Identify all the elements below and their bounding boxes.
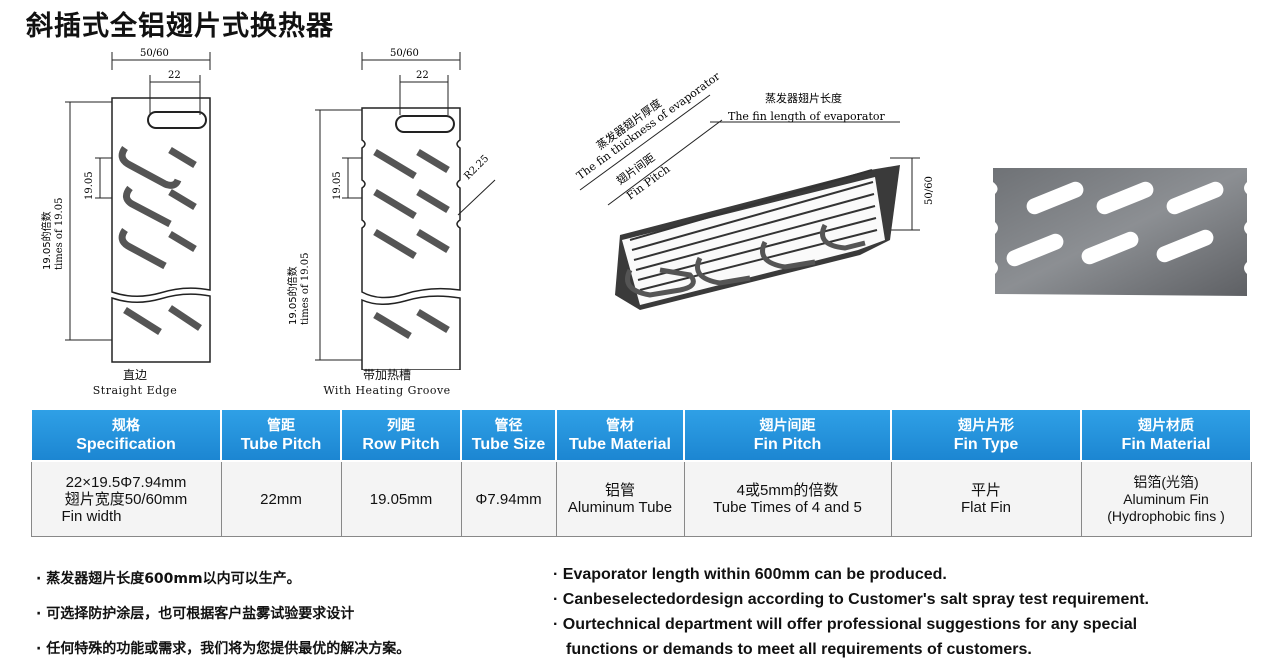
fin-length-zh-label: 蒸发器翅片长度 (765, 91, 842, 105)
caption-zh: 带加热槽 (362, 368, 411, 382)
cell-tube-material: 铝管 Aluminum Tube (555, 460, 685, 537)
fin-length-en-label: The fin length of evaporator (728, 110, 885, 123)
note-item: functions or demands to meet all require… (566, 641, 1032, 658)
cell-fin-type: 平片 Flat Fin (890, 460, 1082, 537)
aluminum-fin-photo (993, 168, 1247, 296)
note-item: · Ourtechnical department will offer pro… (553, 616, 1138, 633)
note-item: · 可选择防护涂层，也可根据客户盐雾试验要求设计 (36, 606, 355, 622)
times-zh-label: 19.05的倍数 (286, 266, 299, 325)
width-label: 50/60 (140, 48, 169, 59)
pitch-label: 22 (168, 70, 181, 81)
cell-tube-pitch: 22mm (220, 460, 342, 537)
fin-stack-drawing: 蒸发器翅片厚度 The fin thickness of evaporator … (574, 69, 935, 310)
heating-groove-drawing: 50/60 22 19.05 R2.25 19.05的倍数 times of 1… (286, 48, 496, 370)
caption-zh: 直边 (122, 368, 147, 382)
note-item: · 蒸发器翅片长度600mm以内可以生产。 (36, 571, 301, 587)
notes-english: · Evaporator length within 600mm can be … (553, 562, 1149, 662)
width-label: 50/60 (390, 48, 419, 59)
row-label: 19.05 (84, 171, 95, 200)
caption-en: With Heating Groove (323, 384, 451, 397)
radius-label: R2.25 (462, 153, 491, 182)
cell-row-pitch: 19.05mm (340, 460, 462, 537)
cell-fin-material: 铝箔(光箔) Aluminum Fin (Hydrophobic fins ) (1080, 460, 1252, 537)
fin-width-label: 50/60 (924, 176, 935, 205)
heating-groove-caption: 带加热槽 With Heating Groove (312, 368, 462, 398)
cell-fin-pitch: 4或5mm的倍数 Tube Times of 4 and 5 (683, 460, 892, 537)
cell-tube-size: Φ7.94mm (460, 460, 557, 537)
note-item: · Canbeselectedordesign according to Cus… (553, 591, 1149, 608)
notes-chinese: · 蒸发器翅片长度600mm以内可以生产。 · 可选择防护涂层，也可根据客户盐雾… (36, 562, 410, 667)
caption-en: Straight Edge (92, 384, 178, 397)
note-item: · 任何特殊的功能或需求，我们将为您提供最优的解决方案。 (36, 641, 411, 657)
times-en-label: times of 19.05 (300, 253, 311, 325)
cell-specification: 22×19.5Φ7.94mm 翅片宽度50/60mm Fin width (30, 460, 222, 537)
straight-edge-drawing: 50/60 22 19.05 19.05的倍数 times of 19.05 (40, 48, 211, 363)
times-zh-label: 19.05的倍数 (40, 211, 53, 270)
row-label: 19.05 (332, 171, 343, 200)
note-item: · Evaporator length within 600mm can be … (553, 566, 947, 583)
times-en-label: times of 19.05 (54, 198, 65, 270)
table-row: 22×19.5Φ7.94mm 翅片宽度50/60mm Fin width 22m… (30, 460, 1252, 537)
pitch-label: 22 (416, 70, 429, 81)
straight-edge-caption: 直边 Straight Edge (80, 368, 190, 398)
page-title: 斜插式全铝翅片式换热器 (26, 11, 334, 42)
